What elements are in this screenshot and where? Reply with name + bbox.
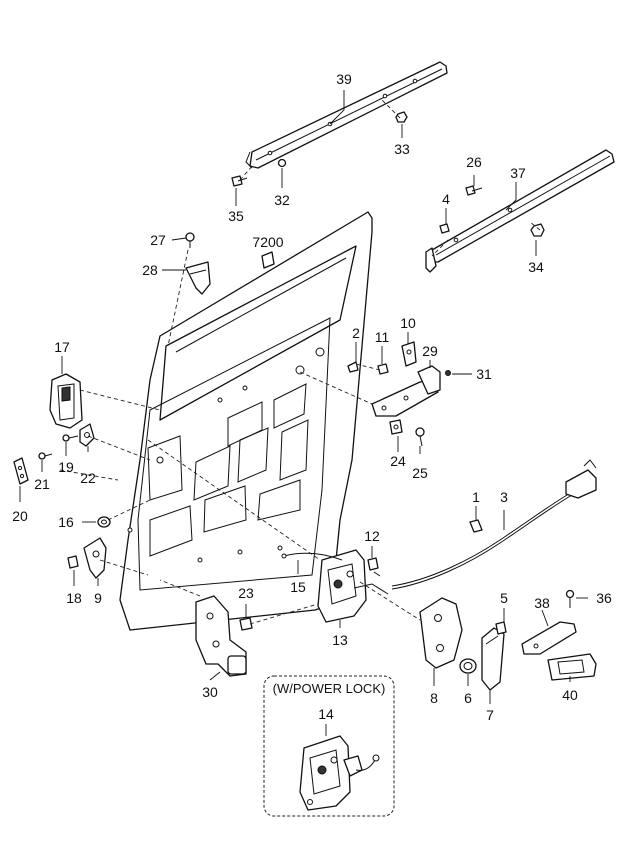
callout-4: 4 — [442, 191, 450, 207]
cover-22 — [79, 423, 95, 447]
upper-rail — [245, 61, 448, 169]
bolt-27 — [185, 232, 195, 248]
bolt-19 — [62, 434, 79, 442]
callout-34: 34 — [528, 259, 544, 275]
bracket-38 — [521, 621, 577, 655]
callout-10: 10 — [400, 315, 416, 331]
bolt-25 — [415, 427, 425, 447]
bolt-26 — [465, 185, 483, 196]
callout-20: 20 — [12, 508, 28, 524]
callout-7: 7 — [486, 707, 494, 723]
clip-1 — [469, 519, 483, 533]
power-lock-box-title: (W/POWER LOCK) — [273, 681, 386, 696]
striker-40 — [547, 653, 597, 681]
ring-6 — [459, 658, 477, 674]
bolt-33 — [395, 111, 408, 123]
callout-37: 37 — [510, 165, 526, 181]
callout-8: 8 — [430, 690, 438, 706]
nut-34 — [530, 223, 545, 237]
callout-28: 28 — [142, 262, 158, 278]
grommet-16 — [97, 516, 111, 528]
callout-23: 23 — [238, 585, 254, 601]
clip-7200 — [261, 251, 275, 269]
inside-handle-8 — [419, 597, 463, 669]
power-lock-box: (W/POWER LOCK) 14 — [263, 675, 395, 817]
cover-7 — [481, 627, 505, 691]
power-latch-14 — [299, 735, 380, 811]
cap-18 — [67, 555, 79, 569]
bracket-2 — [347, 361, 359, 373]
callout-15: 15 — [290, 579, 306, 595]
callout-31: 31 — [476, 366, 492, 382]
bolt-36 — [565, 589, 575, 608]
washer-24 — [389, 419, 403, 435]
callout-5: 5 — [500, 590, 508, 606]
door-panel — [119, 211, 373, 631]
bolt-5 — [495, 621, 507, 635]
callout-2: 2 — [352, 325, 360, 341]
callout-16: 16 — [58, 514, 74, 530]
bracket-9 — [83, 537, 107, 579]
cable-3 — [391, 459, 597, 590]
callout-33: 33 — [394, 141, 410, 157]
callout-21: 21 — [34, 476, 50, 492]
callout-18: 18 — [66, 590, 82, 606]
callout-39: 39 — [336, 71, 352, 87]
callout-11: 11 — [375, 329, 390, 345]
center-rail — [425, 149, 615, 273]
callout-19: 19 — [58, 459, 74, 475]
callout-24: 24 — [390, 453, 406, 469]
callout-14: 14 — [318, 706, 334, 722]
callout-27: 27 — [150, 232, 166, 248]
callout-26: 26 — [466, 154, 482, 170]
bolt-35 — [231, 175, 248, 187]
bracket-10 — [401, 341, 417, 367]
callout-13: 13 — [332, 632, 348, 648]
bolt-21 — [38, 452, 53, 460]
callout-3: 3 — [500, 489, 508, 505]
leader-lines — [19, 90, 588, 704]
screw-32 — [277, 158, 287, 168]
callout-32: 32 — [274, 192, 290, 208]
bolt-12 — [367, 557, 381, 577]
callout-40: 40 — [562, 687, 578, 703]
cap-20 — [13, 457, 29, 485]
callout-labels: 39 33 32 35 26 37 4 34 27 7200 28 17 2 1… — [12, 71, 612, 723]
latch-13 — [317, 549, 389, 623]
hinge-30 — [195, 595, 247, 677]
bolt-11 — [377, 363, 389, 375]
callout-36: 36 — [596, 590, 612, 606]
nut-4 — [439, 223, 450, 234]
relation-lines — [59, 97, 541, 625]
callout-6: 6 — [464, 690, 472, 706]
hinge-29 — [371, 365, 441, 417]
bracket-28 — [185, 261, 211, 295]
callout-17: 17 — [54, 339, 70, 355]
callout-12: 12 — [364, 528, 380, 544]
callout-7200: 7200 — [252, 234, 283, 250]
callout-38: 38 — [534, 595, 550, 611]
bolt-23 — [239, 617, 253, 631]
callout-29: 29 — [422, 343, 438, 359]
outside-handle-17 — [49, 373, 83, 429]
callout-1: 1 — [472, 489, 480, 505]
callout-30: 30 — [202, 684, 218, 700]
screw-31 — [445, 370, 451, 376]
callout-35: 35 — [228, 208, 244, 224]
callout-25: 25 — [412, 465, 428, 481]
callout-9: 9 — [94, 590, 102, 606]
callout-22: 22 — [80, 470, 96, 486]
